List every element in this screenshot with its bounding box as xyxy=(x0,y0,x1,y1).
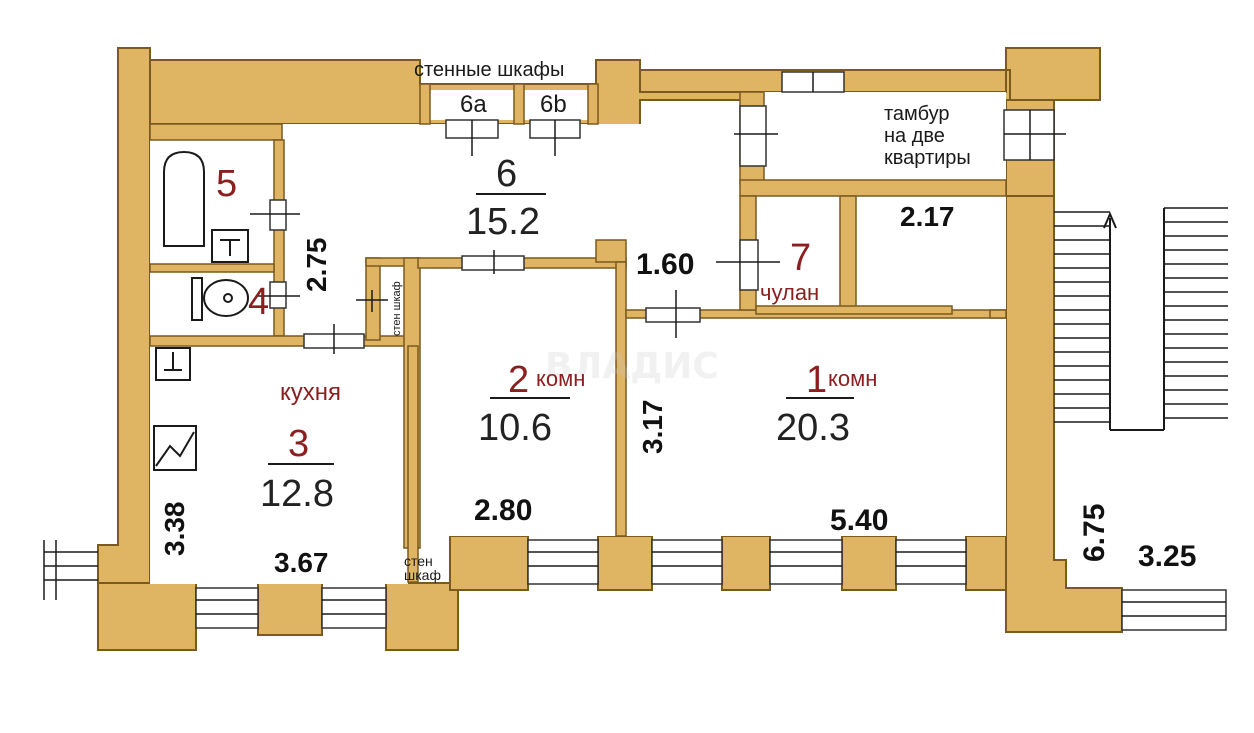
stove-icon xyxy=(153,425,197,471)
sink-icon xyxy=(211,229,249,263)
vestibule-label-line3: квартиры xyxy=(884,147,971,169)
pantry-floor xyxy=(756,196,840,312)
dim-2-75: 2.75 xyxy=(301,238,332,293)
wall-pier-4 xyxy=(721,535,771,591)
room-1-name: комн xyxy=(828,366,877,391)
windows xyxy=(43,71,1227,631)
dim-2-80: 2.80 xyxy=(474,494,532,527)
dim-3-17: 3.17 xyxy=(637,400,668,455)
corridor-floor xyxy=(624,240,748,320)
door-closet-small xyxy=(356,290,388,312)
window-top-vestibule xyxy=(781,71,845,93)
room-6-area: 15.2 xyxy=(466,201,540,243)
room-tags: 6a 6b 5 4 6 15.2 7 чулан 2 комн 10.6 1 к… xyxy=(216,91,877,515)
room2-floor xyxy=(426,266,616,536)
room-1-area: 20.3 xyxy=(776,407,850,449)
room-6b-number: 6b xyxy=(540,91,567,118)
window-room1-a xyxy=(651,539,723,585)
closet-6a xyxy=(428,90,518,120)
wall-bottom-left xyxy=(97,582,197,651)
door-vestibule-right xyxy=(1003,109,1066,161)
wall-left xyxy=(97,47,151,611)
door-toilet xyxy=(258,281,300,309)
room-1-number: 1 xyxy=(806,359,827,401)
wall-closets-label: стенные шкафы xyxy=(414,59,564,81)
dim-3-67: 3.67 xyxy=(274,547,329,578)
room-7-number: 7 xyxy=(790,237,811,279)
closet-6b xyxy=(522,90,592,120)
interior-walls xyxy=(149,83,1007,583)
room-4-number: 4 xyxy=(248,281,269,323)
room-2-number: 2 xyxy=(508,359,529,401)
wall-pier-3 xyxy=(597,535,653,591)
door-6a xyxy=(445,119,499,156)
room1-floor xyxy=(624,314,1006,536)
dim-1-60: 1.60 xyxy=(636,248,694,281)
window-stair-bottom xyxy=(1121,589,1227,631)
dim-6-75: 6.75 xyxy=(1078,504,1111,562)
dim-3-38: 3.38 xyxy=(159,502,190,557)
door-vestibule xyxy=(734,105,778,167)
kitchen-sink-icon xyxy=(155,347,191,381)
door-6b xyxy=(529,119,581,156)
labels: стенные шкафы тамбур на две квартиры сте… xyxy=(391,59,971,583)
room-6-number: 6 xyxy=(496,153,517,195)
staircase xyxy=(1054,207,1228,431)
vestibule-label-line2: на две xyxy=(884,125,945,147)
window-room1-b xyxy=(769,539,843,585)
window-kitchen-2 xyxy=(321,587,387,629)
room-3-number: 3 xyxy=(288,423,309,465)
wall-pier-1 xyxy=(257,582,323,636)
door-room2 xyxy=(461,250,525,274)
toilet-icon xyxy=(191,277,249,321)
room-7-name: чулан xyxy=(760,280,819,305)
vestibule-floor xyxy=(764,92,1006,180)
room-2-name: комн xyxy=(536,366,585,391)
window-kitchen-1 xyxy=(195,587,259,629)
room1-alcove xyxy=(856,196,1006,314)
wall-pier-2 xyxy=(385,582,459,651)
wall-pier-5 xyxy=(841,535,897,591)
bathtub-icon xyxy=(163,150,205,247)
closet-kitchen-label-2: шкаф xyxy=(404,567,441,583)
rooms-floor xyxy=(150,90,1006,584)
dim-3-25: 3.25 xyxy=(1138,540,1196,573)
room-5-number: 5 xyxy=(216,163,237,205)
window-room2 xyxy=(527,539,599,585)
toilet-floor xyxy=(150,272,274,336)
dimensions: 2.17 1.60 2.75 3.17 3.38 3.67 2.80 5.40 … xyxy=(159,201,1196,578)
doors xyxy=(250,105,1066,354)
dim-5-40: 5.40 xyxy=(830,504,888,537)
dim-2-17: 2.17 xyxy=(900,201,955,232)
door-kitchen xyxy=(303,324,365,354)
closet-small-label: стен шкаф xyxy=(391,281,403,336)
window-room1-c xyxy=(895,539,967,585)
watermark: ВЛАДИС xyxy=(545,346,719,387)
window-left-edge xyxy=(43,540,98,600)
fixtures xyxy=(153,150,249,471)
room-6a-number: 6a xyxy=(460,91,487,118)
door-bathroom xyxy=(250,199,300,231)
room-3-name: кухня xyxy=(280,379,341,406)
room-2-area: 10.6 xyxy=(478,407,552,449)
room-3-area: 12.8 xyxy=(260,473,334,515)
wall-bottom-mid xyxy=(449,535,529,591)
door-room1 xyxy=(645,290,701,338)
closet-kitchen-label-1: стен xyxy=(404,553,433,569)
vestibule-label-line1: тамбур xyxy=(884,103,950,125)
door-pantry xyxy=(716,239,780,291)
